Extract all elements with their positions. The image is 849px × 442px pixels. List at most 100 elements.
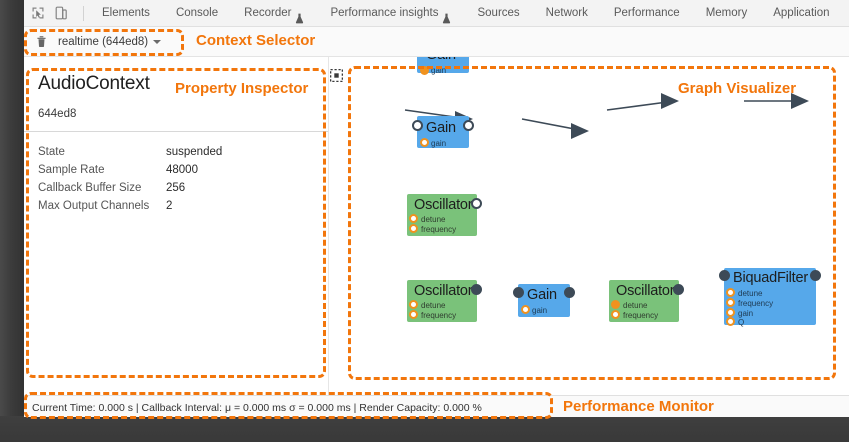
experiment-flask-icon [295,8,304,23]
devtools-toolbar-icons [24,5,89,21]
tab-label: Recorder [244,7,292,19]
property-value: 256 [166,182,186,194]
node-output-port[interactable] [564,287,575,298]
property-key: Sample Rate [38,164,105,176]
trash-icon[interactable] [32,33,50,51]
tab-label: Elements [102,7,150,19]
tab-memory[interactable]: Memory [693,0,761,26]
node-title: BiquadFilter [733,270,808,286]
node-audioparam-port-detune[interactable] [726,288,735,297]
graph-node-gain[interactable]: Gain gain [513,284,575,317]
table-row: Max Output Channels 2 [38,197,222,215]
toolbar-divider [83,5,84,21]
property-key: Callback Buffer Size [38,182,142,194]
node-output-port[interactable] [471,284,482,295]
tab-label: Network [545,7,588,19]
node-param-label: frequency [623,311,659,320]
tab-elements[interactable]: Elements [89,0,163,26]
tab-label: Performance insights [330,7,439,19]
node-param-label: detune [738,289,763,298]
node-param-label: detune [421,215,446,224]
property-table: State suspended Sample Rate 48000 Callba… [38,143,222,215]
tab-performance[interactable]: Performance [601,0,693,26]
node-param-label: detune [421,301,446,310]
node-audioparam-port-frequency[interactable] [611,310,620,319]
tab-application[interactable]: Application [760,0,842,26]
context-selector-toolbar: realtime (644ed8) [24,27,849,57]
node-output-port[interactable] [673,284,684,295]
graph-node-gain[interactable]: Gain gain [417,57,469,75]
graph-node-biquadfilter[interactable]: BiquadFilter detune frequency gain Q [719,268,821,327]
context-selector-dropdown[interactable]: realtime (644ed8) [58,36,162,48]
devtools-window: Elements Console Recorder Performance in… [24,0,849,417]
tab-performance-insights[interactable]: Performance insights [317,0,464,26]
devtools-tabbar: Elements Console Recorder Performance in… [24,0,849,27]
graph-edges [404,93,809,139]
audio-panel-body: AudioContext 644ed8 State suspended Samp… [24,57,849,395]
property-value: 2 [166,200,173,212]
property-key: Max Output Channels [38,200,150,212]
node-param-label: gain [738,309,754,318]
graph-node-oscillator[interactable]: Oscillator detune frequency [407,194,482,236]
node-audioparam-port-frequency[interactable] [726,298,735,307]
node-audioparam-port-frequency[interactable] [409,310,418,319]
node-param-label: gain [431,139,447,148]
node-input-port[interactable] [719,270,730,281]
graph-node-oscillator[interactable]: Oscillator detune frequency [407,280,482,322]
node-output-port[interactable] [471,198,482,209]
tab-recorder[interactable]: Recorder [231,0,317,26]
node-audioparam-port-gain[interactable] [726,308,735,317]
node-title: Oscillator [414,197,473,213]
node-title: Gain [426,120,456,136]
property-value: suspended [166,146,223,158]
browser-chrome-bottom-strip [0,416,849,442]
node-output-port[interactable] [463,120,474,131]
node-title: Gain [527,287,557,303]
tab-label: Sources [477,7,520,19]
table-row: Sample Rate 48000 [38,161,222,179]
node-audioparam-port-gain[interactable] [420,138,429,147]
tab-label: Application [773,7,830,19]
node-param-label: detune [623,301,648,310]
graph-node-oscillator[interactable]: Oscillator detune frequency [609,280,684,322]
node-audioparam-port-gain[interactable] [420,66,429,75]
performance-monitor-text: Current Time: 0.000 s | Callback Interva… [32,402,482,414]
device-toolbar-icon[interactable] [53,5,69,21]
devtools-tab-list: Elements Console Recorder Performance in… [89,0,843,26]
divider [24,131,328,132]
resize-handle-icon[interactable] [329,68,344,83]
node-param-label: gain [431,66,447,75]
graph-node-gain[interactable]: Gain gain [412,116,474,148]
table-row: State suspended [38,143,222,161]
tab-sources[interactable]: Sources [464,0,532,26]
experiment-flask-icon [442,8,451,23]
tab-label: Performance [613,7,680,19]
node-title: Oscillator [616,283,675,299]
property-value: 48000 [166,164,198,176]
node-param-label: frequency [421,225,457,234]
graph-visualizer-canvas[interactable]: Gain gain Gain gain Oscillator detune fr… [329,57,849,395]
performance-monitor-bar: Current Time: 0.000 s | Callback Interva… [24,395,849,417]
node-audioparam-port-detune[interactable] [611,300,620,309]
node-input-port[interactable] [513,287,524,298]
node-audioparam-port-frequency[interactable] [409,224,418,233]
node-param-label: Q [738,318,745,327]
table-row: Callback Buffer Size 256 [38,179,222,197]
tab-label: Memory [705,7,748,19]
tab-console[interactable]: Console [163,0,231,26]
node-audioparam-port-detune[interactable] [409,300,418,309]
context-id: 644ed8 [38,108,77,120]
node-audioparam-port-gain[interactable] [521,305,530,314]
node-audioparam-port-q[interactable] [726,317,735,326]
node-output-port[interactable] [810,270,821,281]
node-audioparam-port-detune[interactable] [409,214,418,223]
tab-label: Console [175,7,219,19]
node-input-port[interactable] [412,120,423,131]
chevron-down-icon [153,40,162,44]
node-title: Oscillator [414,283,473,299]
node-title: Gain [426,57,456,63]
node-param-label: frequency [738,299,774,308]
tab-network[interactable]: Network [533,0,601,26]
page-title: AudioContext [38,73,150,94]
inspect-element-icon[interactable] [30,5,46,21]
